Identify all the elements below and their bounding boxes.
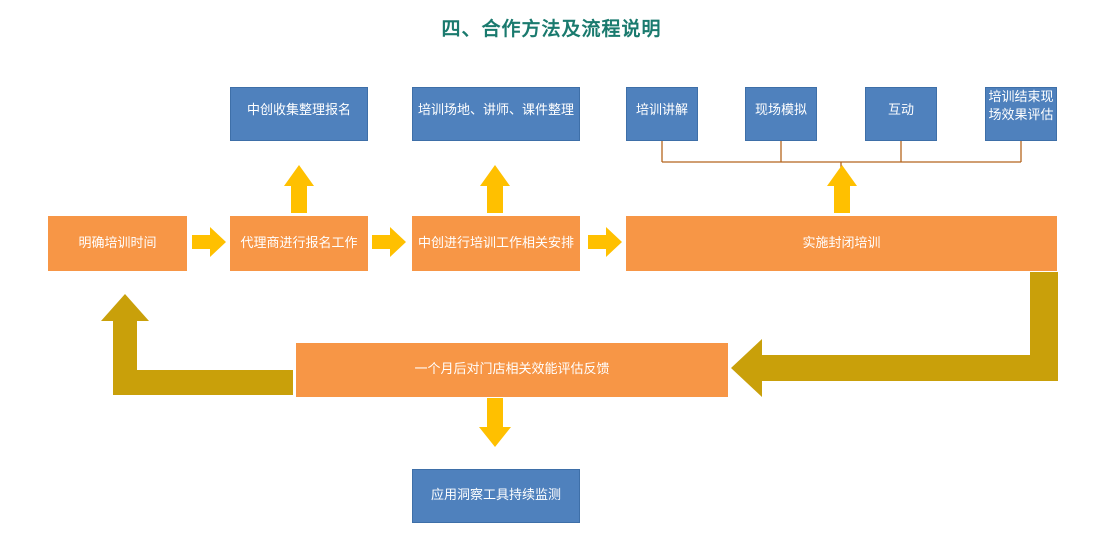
arrow-up-2 bbox=[480, 165, 510, 213]
box-agent-registration: 代理商进行报名工作 bbox=[230, 216, 368, 271]
box-continuous-monitoring: 应用洞察工具持续监测 bbox=[412, 469, 580, 523]
box-training-arrangement: 中创进行培训工作相关安排 bbox=[412, 216, 580, 271]
box-confirm-training-time: 明确培训时间 bbox=[48, 216, 187, 271]
arrow-down bbox=[479, 398, 511, 447]
arrow-right-1 bbox=[192, 227, 226, 257]
arrow-bent-left bbox=[101, 294, 293, 395]
box-training-lecture: 培训讲解 bbox=[626, 87, 698, 141]
box-monthly-feedback: 一个月后对门店相关效能评估反馈 bbox=[296, 343, 728, 397]
box-onsite-simulation: 现场模拟 bbox=[745, 87, 817, 141]
box-interaction: 互动 bbox=[865, 87, 937, 141]
arrow-up-3 bbox=[827, 165, 857, 213]
page-title: 四、合作方法及流程说明 bbox=[441, 18, 662, 40]
box-collect-registration: 中创收集整理报名 bbox=[230, 87, 368, 141]
arrow-right-2 bbox=[372, 227, 406, 257]
bracket-connector bbox=[661, 141, 1022, 168]
box-venue-trainer-courseware: 培训场地、讲师、课件整理 bbox=[412, 87, 580, 141]
box-training-evaluation: 培训结束现场效果评估 bbox=[985, 87, 1057, 141]
arrow-bent-right bbox=[731, 272, 1058, 397]
arrow-up-1 bbox=[284, 165, 314, 213]
arrow-right-3 bbox=[588, 227, 622, 257]
box-closed-training: 实施封闭培训 bbox=[626, 216, 1057, 271]
